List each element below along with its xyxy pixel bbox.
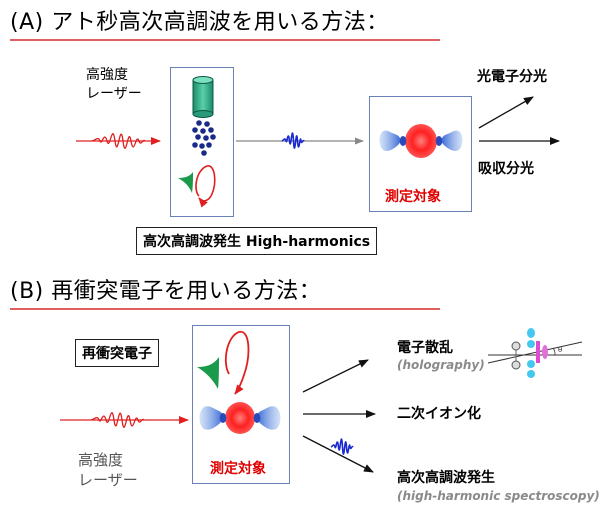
laser-label-b-line1: 高強度 bbox=[78, 451, 124, 469]
section-b-underline bbox=[10, 308, 440, 310]
measurement-target-a: 測定対象 bbox=[385, 189, 441, 205]
tunneling-potential-icon-b bbox=[197, 357, 219, 389]
holography-diagram-icon: θ bbox=[487, 328, 583, 378]
gas-jet-icon bbox=[192, 76, 214, 118]
theta-label: θ bbox=[558, 346, 562, 354]
laser-label-b: 高強度 レーザー bbox=[78, 450, 138, 490]
measurement-target-b: 測定対象 bbox=[210, 461, 266, 477]
molecule-icon-b bbox=[199, 402, 281, 434]
gas-atoms-icon bbox=[192, 120, 216, 156]
laser-label-a-line1: 高強度 bbox=[86, 67, 128, 83]
hhg-box-label: 高次高調波発生 High-harmonics bbox=[136, 227, 378, 255]
recollision-electron-label: 再衝突電子 bbox=[75, 339, 159, 367]
section-a-underline bbox=[10, 39, 440, 41]
laser-label-b-line2: レーザー bbox=[78, 471, 138, 489]
laser-pulse-a bbox=[76, 133, 161, 149]
attosecond-pulse-b bbox=[330, 438, 354, 455]
photoelectron-spectroscopy-label: 光電子分光 bbox=[477, 69, 547, 85]
attosecond-pulse-a bbox=[281, 132, 305, 149]
section-b-title: (B) 再衝突電子を用いる方法： bbox=[10, 279, 322, 304]
hhg-label-b: 高次高調波発生 bbox=[397, 470, 495, 486]
absorption-spectroscopy-label: 吸収分光 bbox=[478, 161, 534, 177]
photoelectron-arrow bbox=[478, 96, 534, 129]
double-ionization-label: 二次イオン化 bbox=[397, 406, 481, 422]
tunneling-potential-icon-a bbox=[178, 172, 193, 193]
hhg-spectroscopy-label: (high-harmonic spectroscopy) bbox=[397, 489, 600, 503]
laser-label-a-line2: レーザー bbox=[86, 86, 142, 102]
electron-trajectory-icon-a bbox=[195, 165, 216, 208]
laser-pulse-b bbox=[60, 412, 189, 428]
electron-scattering-label: 電子散乱 bbox=[397, 340, 453, 356]
section-a-title: (A) アト秒高次高調波を用いる方法： bbox=[10, 10, 389, 35]
holography-label: (holography) bbox=[397, 358, 485, 372]
laser-label-a: 高強度 レーザー bbox=[86, 66, 142, 104]
hhg-arrow-b bbox=[302, 435, 374, 473]
electron-trajectory-icon-b bbox=[225, 331, 250, 395]
molecule-icon-a bbox=[379, 124, 463, 158]
scattering-arrow bbox=[302, 359, 369, 393]
